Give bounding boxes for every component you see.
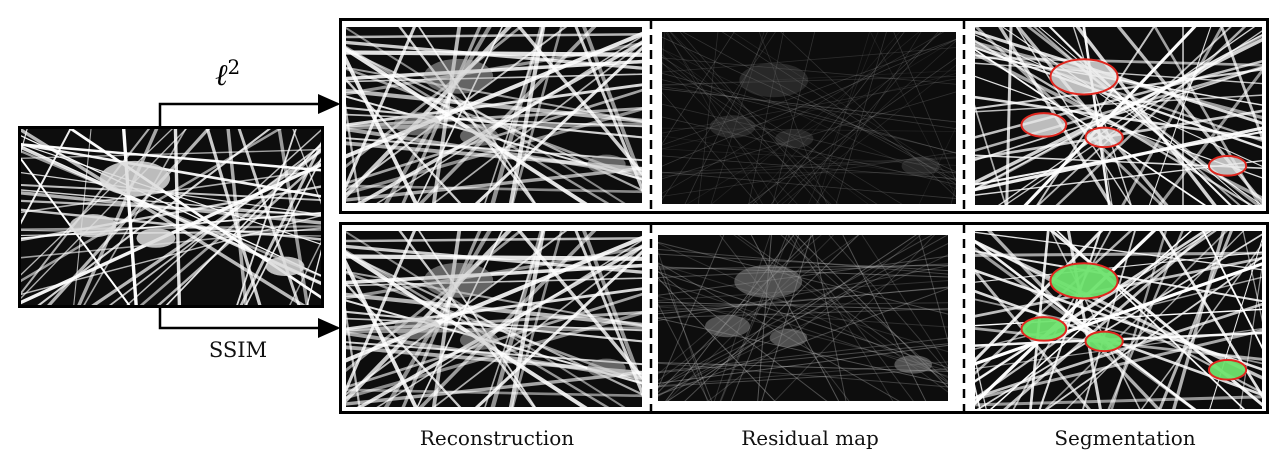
l2-reconstruction-image [346, 27, 642, 203]
branch-arrows [158, 94, 341, 338]
l2-loss-label: ℓ2 [215, 55, 241, 93]
column-label-segmentation: Segmentation [1054, 426, 1196, 450]
l2-segmentation-image [975, 27, 1262, 205]
ssim-results-row [339, 222, 1269, 414]
l2-results-row [339, 18, 1269, 214]
ssim-residual-map-image [658, 235, 948, 401]
bottom-branch-arrow [158, 308, 341, 338]
input-fiber-image [21, 129, 321, 305]
column-separators [649, 20, 966, 412]
column-label-residual-map: Residual map [741, 426, 879, 450]
ssim-segmentation-image [975, 231, 1262, 409]
top-branch-arrow [158, 94, 341, 126]
column-label-reconstruction: Reconstruction [419, 426, 575, 450]
ssim-loss-label: SSIM [208, 338, 268, 362]
input-image-panel [18, 126, 324, 308]
ssim-reconstruction-image [346, 231, 642, 407]
l2-residual-map-image [662, 32, 956, 204]
